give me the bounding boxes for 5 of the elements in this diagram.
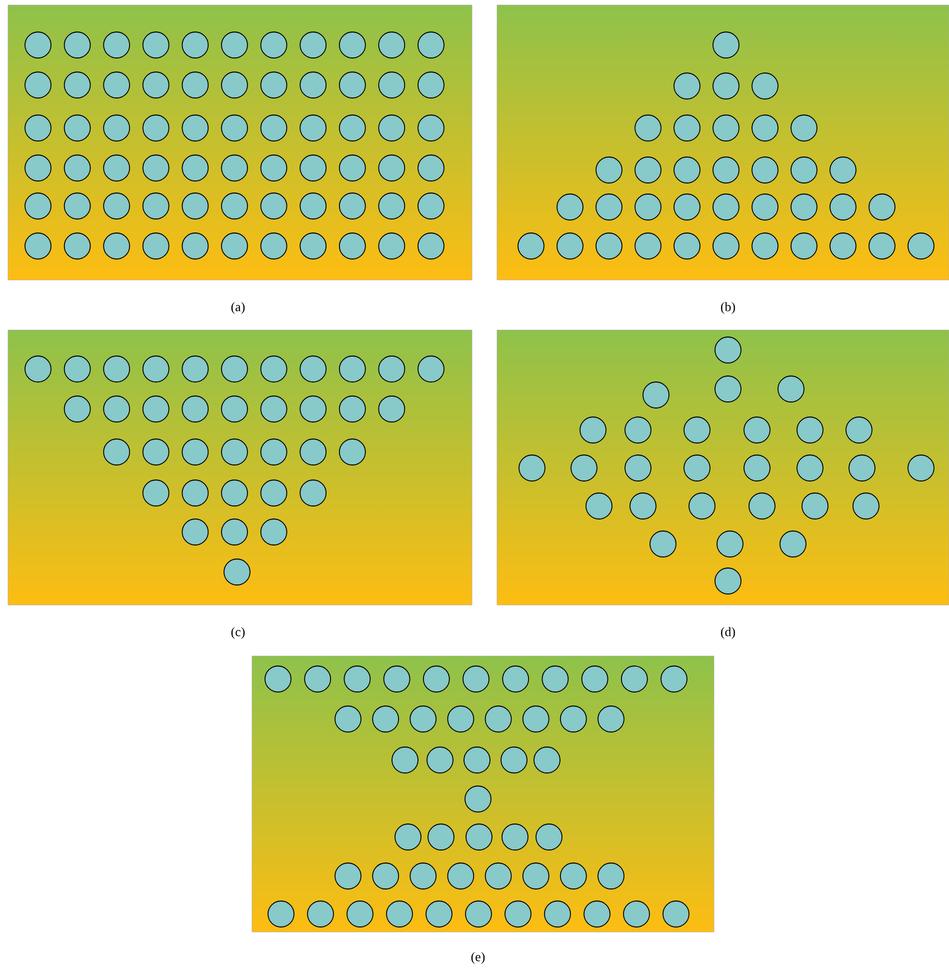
panel-caption: (d)	[721, 627, 735, 639]
panel-caption: (c)	[231, 627, 245, 639]
panel-caption: (e)	[471, 952, 485, 964]
panel-caption: (b)	[721, 302, 735, 314]
panel-caption: (a)	[231, 302, 245, 314]
